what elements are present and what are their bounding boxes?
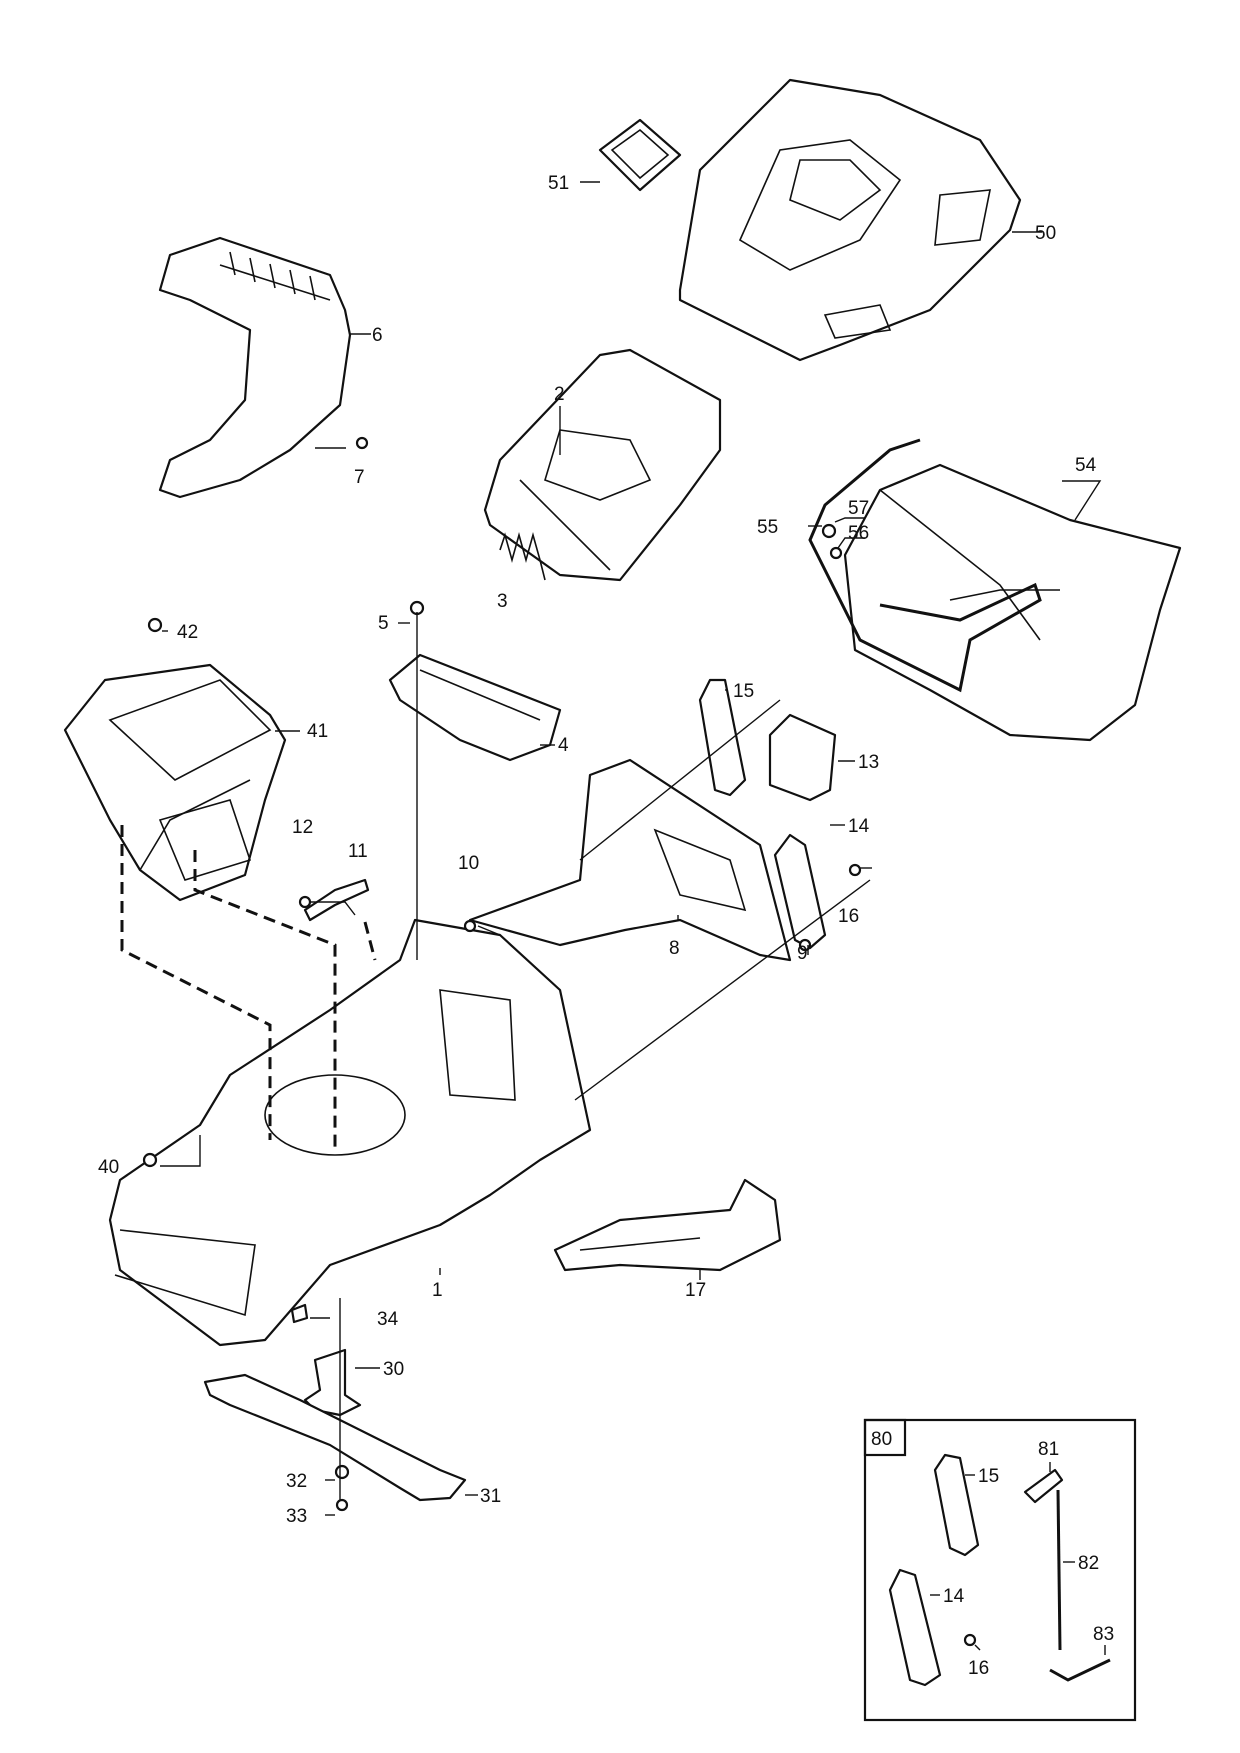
- inset-label-82: 82: [1078, 1553, 1099, 1574]
- label-6: 6: [372, 325, 383, 346]
- part-31-blade: [203, 1373, 467, 1502]
- assembly-dashed-lines: [120, 825, 377, 1150]
- label-40: 40: [98, 1157, 119, 1178]
- label-55: 55: [757, 517, 778, 538]
- label-7: 7: [354, 467, 365, 488]
- part-41-engine: [63, 663, 287, 902]
- label-57: 57: [848, 498, 869, 519]
- label-4: 4: [558, 735, 569, 756]
- inset-label-83: 83: [1093, 1624, 1114, 1645]
- part-55-handle-frame: [808, 438, 1042, 693]
- label-56: 56: [848, 523, 869, 544]
- label-34: 34: [377, 1309, 399, 1330]
- part-6-shroud: [158, 236, 352, 499]
- inset-title-box: [863, 1418, 907, 1457]
- label-51: 51: [548, 173, 569, 194]
- part-17-discharge-plug: [553, 1178, 782, 1272]
- label-42: 42: [177, 622, 198, 643]
- label-1: 1: [432, 1280, 443, 1301]
- label-16: 16: [838, 906, 859, 927]
- part-11-clamp: [303, 878, 370, 922]
- part-14-lever: [773, 833, 827, 950]
- part-51-gasket: [598, 118, 682, 192]
- part-50-top-cover: [678, 78, 1022, 362]
- inset-label-15: 15: [978, 1466, 999, 1487]
- label-8: 8: [669, 938, 680, 959]
- label-50: 50: [1035, 223, 1056, 244]
- inset-part-83: [1049, 1658, 1111, 1682]
- part-labels: 51 50 6 7 2 54 57 55 56 3 5 42 15 41 4 1…: [98, 173, 1097, 1527]
- label-3: 3: [497, 591, 508, 612]
- label-17: 17: [685, 1280, 706, 1301]
- inset-part-15: [933, 1453, 980, 1557]
- label-13: 13: [858, 752, 879, 773]
- inset-label-14: 14: [943, 1586, 965, 1607]
- part-8-chute-panel: [468, 758, 792, 962]
- part-1-deck: [108, 918, 592, 1347]
- label-33: 33: [286, 1506, 307, 1527]
- part-54-grass-bag: [843, 463, 1182, 742]
- fasteners: [142, 436, 862, 1512]
- label-41: 41: [307, 721, 328, 742]
- part-30-blade-adapter: [303, 1348, 362, 1417]
- part-3-spring: [499, 532, 546, 581]
- inset-title: 80: [871, 1429, 892, 1450]
- label-15: 15: [733, 681, 754, 702]
- label-9: 9: [797, 943, 808, 964]
- inset-part-16: [963, 1633, 977, 1647]
- part-4-handle-bracket: [388, 653, 562, 762]
- label-14: 14: [848, 816, 870, 837]
- label-54: 54: [1075, 455, 1097, 476]
- inset-kit-80: 80 15 81 82 14 83 16: [863, 1418, 1137, 1722]
- part-13-lever-housing: [768, 713, 837, 802]
- label-10: 10: [458, 853, 479, 874]
- leader-lines: [160, 181, 1102, 1516]
- label-31: 31: [480, 1486, 501, 1507]
- inset-part-82: [1056, 1489, 1062, 1651]
- label-12: 12: [292, 817, 313, 838]
- inset-part-14: [888, 1568, 942, 1687]
- inset-label-16: 16: [968, 1658, 989, 1679]
- inset-label-81: 81: [1038, 1439, 1059, 1460]
- label-5: 5: [378, 613, 389, 634]
- part-2-filter-cover: [483, 348, 722, 582]
- label-11: 11: [348, 841, 368, 862]
- inset-frame: [863, 1418, 1137, 1722]
- label-2: 2: [554, 384, 565, 405]
- part-15-lever: [698, 678, 747, 797]
- label-32: 32: [286, 1471, 307, 1492]
- inset-part-81: [1023, 1468, 1064, 1504]
- label-30: 30: [383, 1359, 404, 1380]
